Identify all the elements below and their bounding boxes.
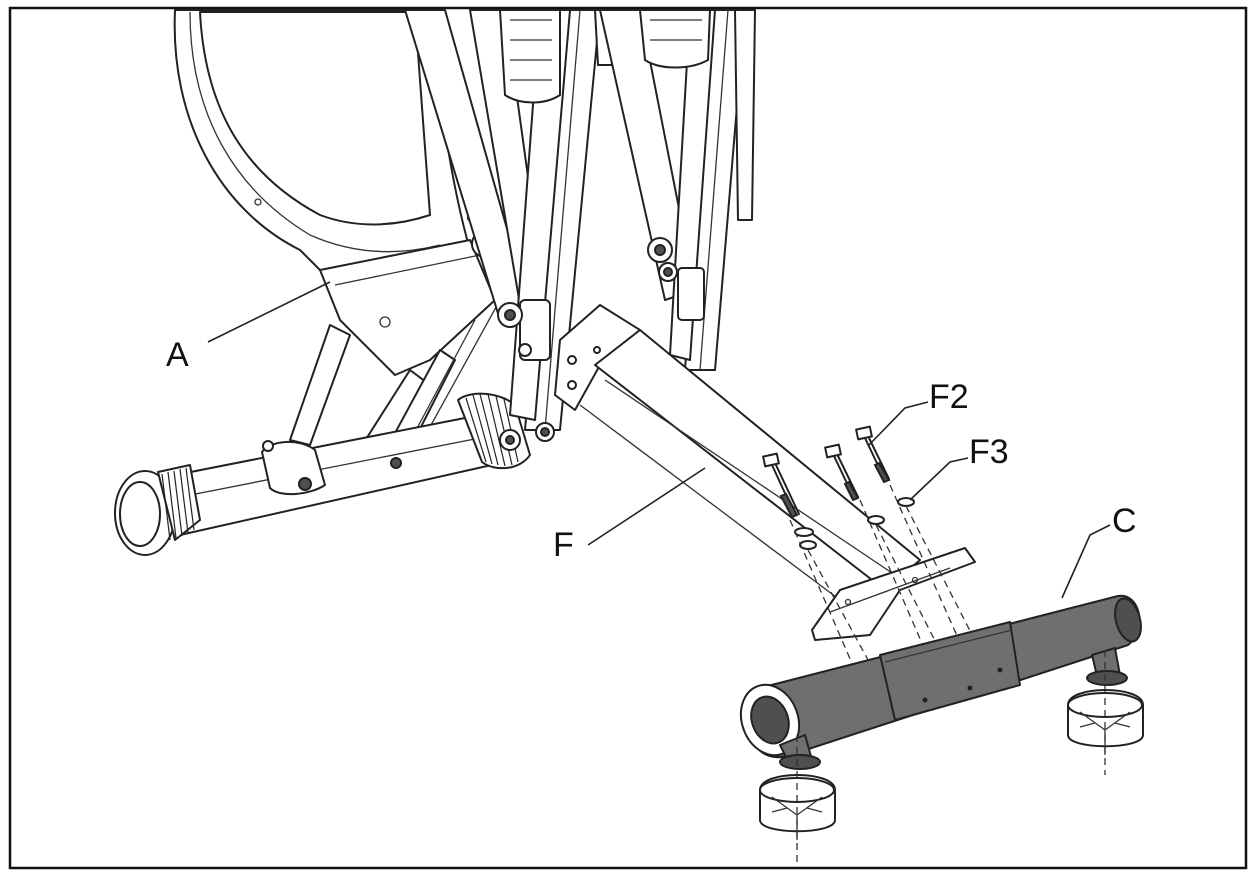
label-a: A [166, 336, 189, 374]
washers-f3 [794, 497, 915, 550]
front-stabilizer-c [739, 594, 1144, 862]
upright-arms [404, 9, 756, 451]
label-f2: F2 [929, 378, 969, 416]
front-beam-f [554, 304, 976, 641]
bolts-f2 [762, 425, 891, 519]
label-f: F [553, 526, 574, 564]
diagram-border [8, 6, 1248, 870]
leader-f2 [867, 401, 929, 447]
label-c: C [1112, 502, 1137, 540]
rear-stabilizer-tube [114, 392, 531, 556]
leader-c [1061, 524, 1111, 599]
right-endcap-knurl [465, 393, 519, 467]
leader-lines [207, 281, 1111, 599]
left-endcap-knurl [161, 467, 195, 541]
main-frame-a [173, 9, 501, 486]
leader-f3 [909, 457, 969, 501]
leader-a [207, 281, 331, 343]
leader-f [587, 467, 706, 546]
label-f3: F3 [969, 433, 1009, 471]
